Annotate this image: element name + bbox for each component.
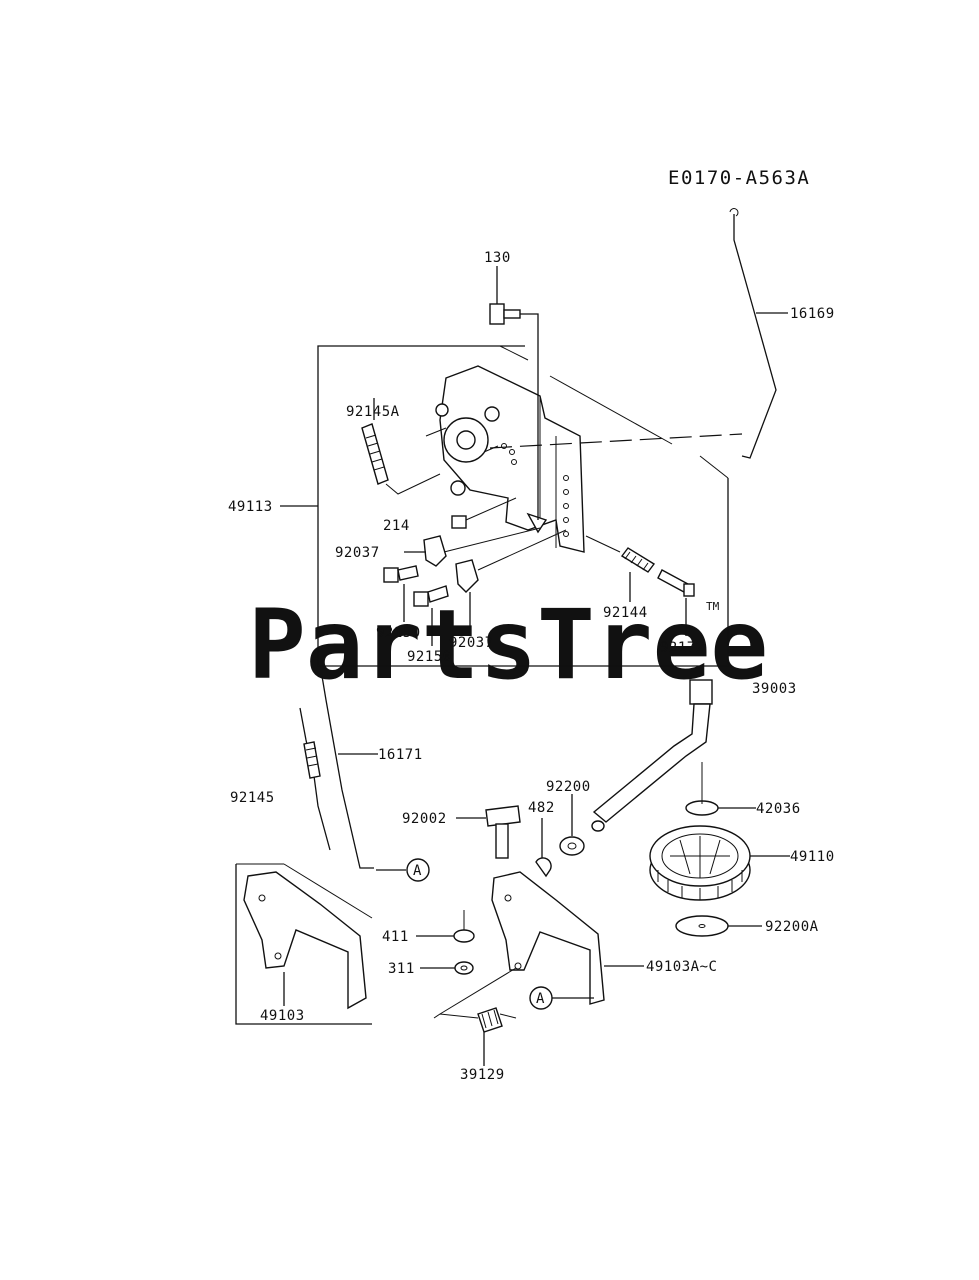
clip-92037-left [404, 535, 447, 567]
bolt-92150-upper [383, 565, 419, 622]
label-42036: 42036 [756, 801, 801, 817]
label-39129: 39129 [460, 1067, 505, 1083]
label-92037-left: 92037 [335, 545, 380, 561]
washer-42036 [685, 762, 756, 816]
watermark-text: PartsTree [248, 589, 768, 701]
spring-92145 [299, 707, 331, 851]
spring-39129 [433, 967, 517, 1066]
label-311: 311 [388, 961, 415, 977]
callout-a-upper: A [406, 858, 430, 882]
label-92200A: 92200A [765, 919, 819, 935]
bolt-214 [451, 497, 517, 529]
spring-92144 [585, 535, 656, 602]
label-16169: 16169 [790, 306, 835, 322]
bracket-49103AC [491, 871, 644, 1005]
washer-411 [416, 910, 475, 943]
label-411: 411 [382, 929, 409, 945]
bolt-92172 [657, 569, 695, 636]
assembly-dashed-line [489, 433, 743, 449]
label-130: 130 [484, 250, 511, 266]
watermark-trademark: TM [706, 600, 720, 613]
label-92037-right: 92037 [449, 635, 494, 651]
label-214: 214 [383, 518, 410, 534]
label-92144: 92144 [603, 605, 648, 621]
callout-a-upper-text: A [413, 863, 422, 879]
label-92150-lower: 92150 [407, 649, 452, 665]
label-49110: 49110 [790, 849, 835, 865]
shaft-39003 [591, 679, 713, 832]
diagram-code: E0170-A563A [668, 167, 810, 189]
label-92145: 92145 [230, 790, 275, 806]
callout-a-lower-text: A [536, 991, 545, 1007]
nut-311 [420, 961, 474, 975]
spring-92145A [361, 398, 441, 495]
label-39003: 39003 [752, 681, 797, 697]
gear-49110 [649, 825, 790, 901]
bolt-130 [489, 266, 539, 520]
washer-92200 [559, 794, 585, 856]
panel-assembly-frame [317, 345, 729, 667]
label-92145A: 92145A [346, 404, 400, 420]
bracket-49103 [235, 863, 373, 1025]
label-49103AC: 49103A~C [646, 959, 717, 975]
label-92200: 92200 [546, 779, 591, 795]
label-482: 482 [528, 800, 555, 816]
label-16171: 16171 [378, 747, 423, 763]
label-49113: 49113 [228, 499, 273, 515]
bolt-92150-lower [413, 585, 449, 646]
clip-92037-right [443, 527, 567, 628]
washer-92200A [675, 915, 762, 937]
callout-a-lower: A [529, 986, 553, 1010]
rod-16169 [729, 208, 788, 459]
clip-482 [535, 818, 552, 878]
control-plate [425, 365, 585, 553]
label-49103: 49103 [260, 1008, 305, 1024]
label-92002: 92002 [402, 811, 447, 827]
label-92150-upper: 92150 [376, 625, 421, 641]
bolt-92002 [456, 805, 521, 859]
label-92172: 92172 [660, 640, 705, 656]
rod-16171 [321, 675, 406, 871]
